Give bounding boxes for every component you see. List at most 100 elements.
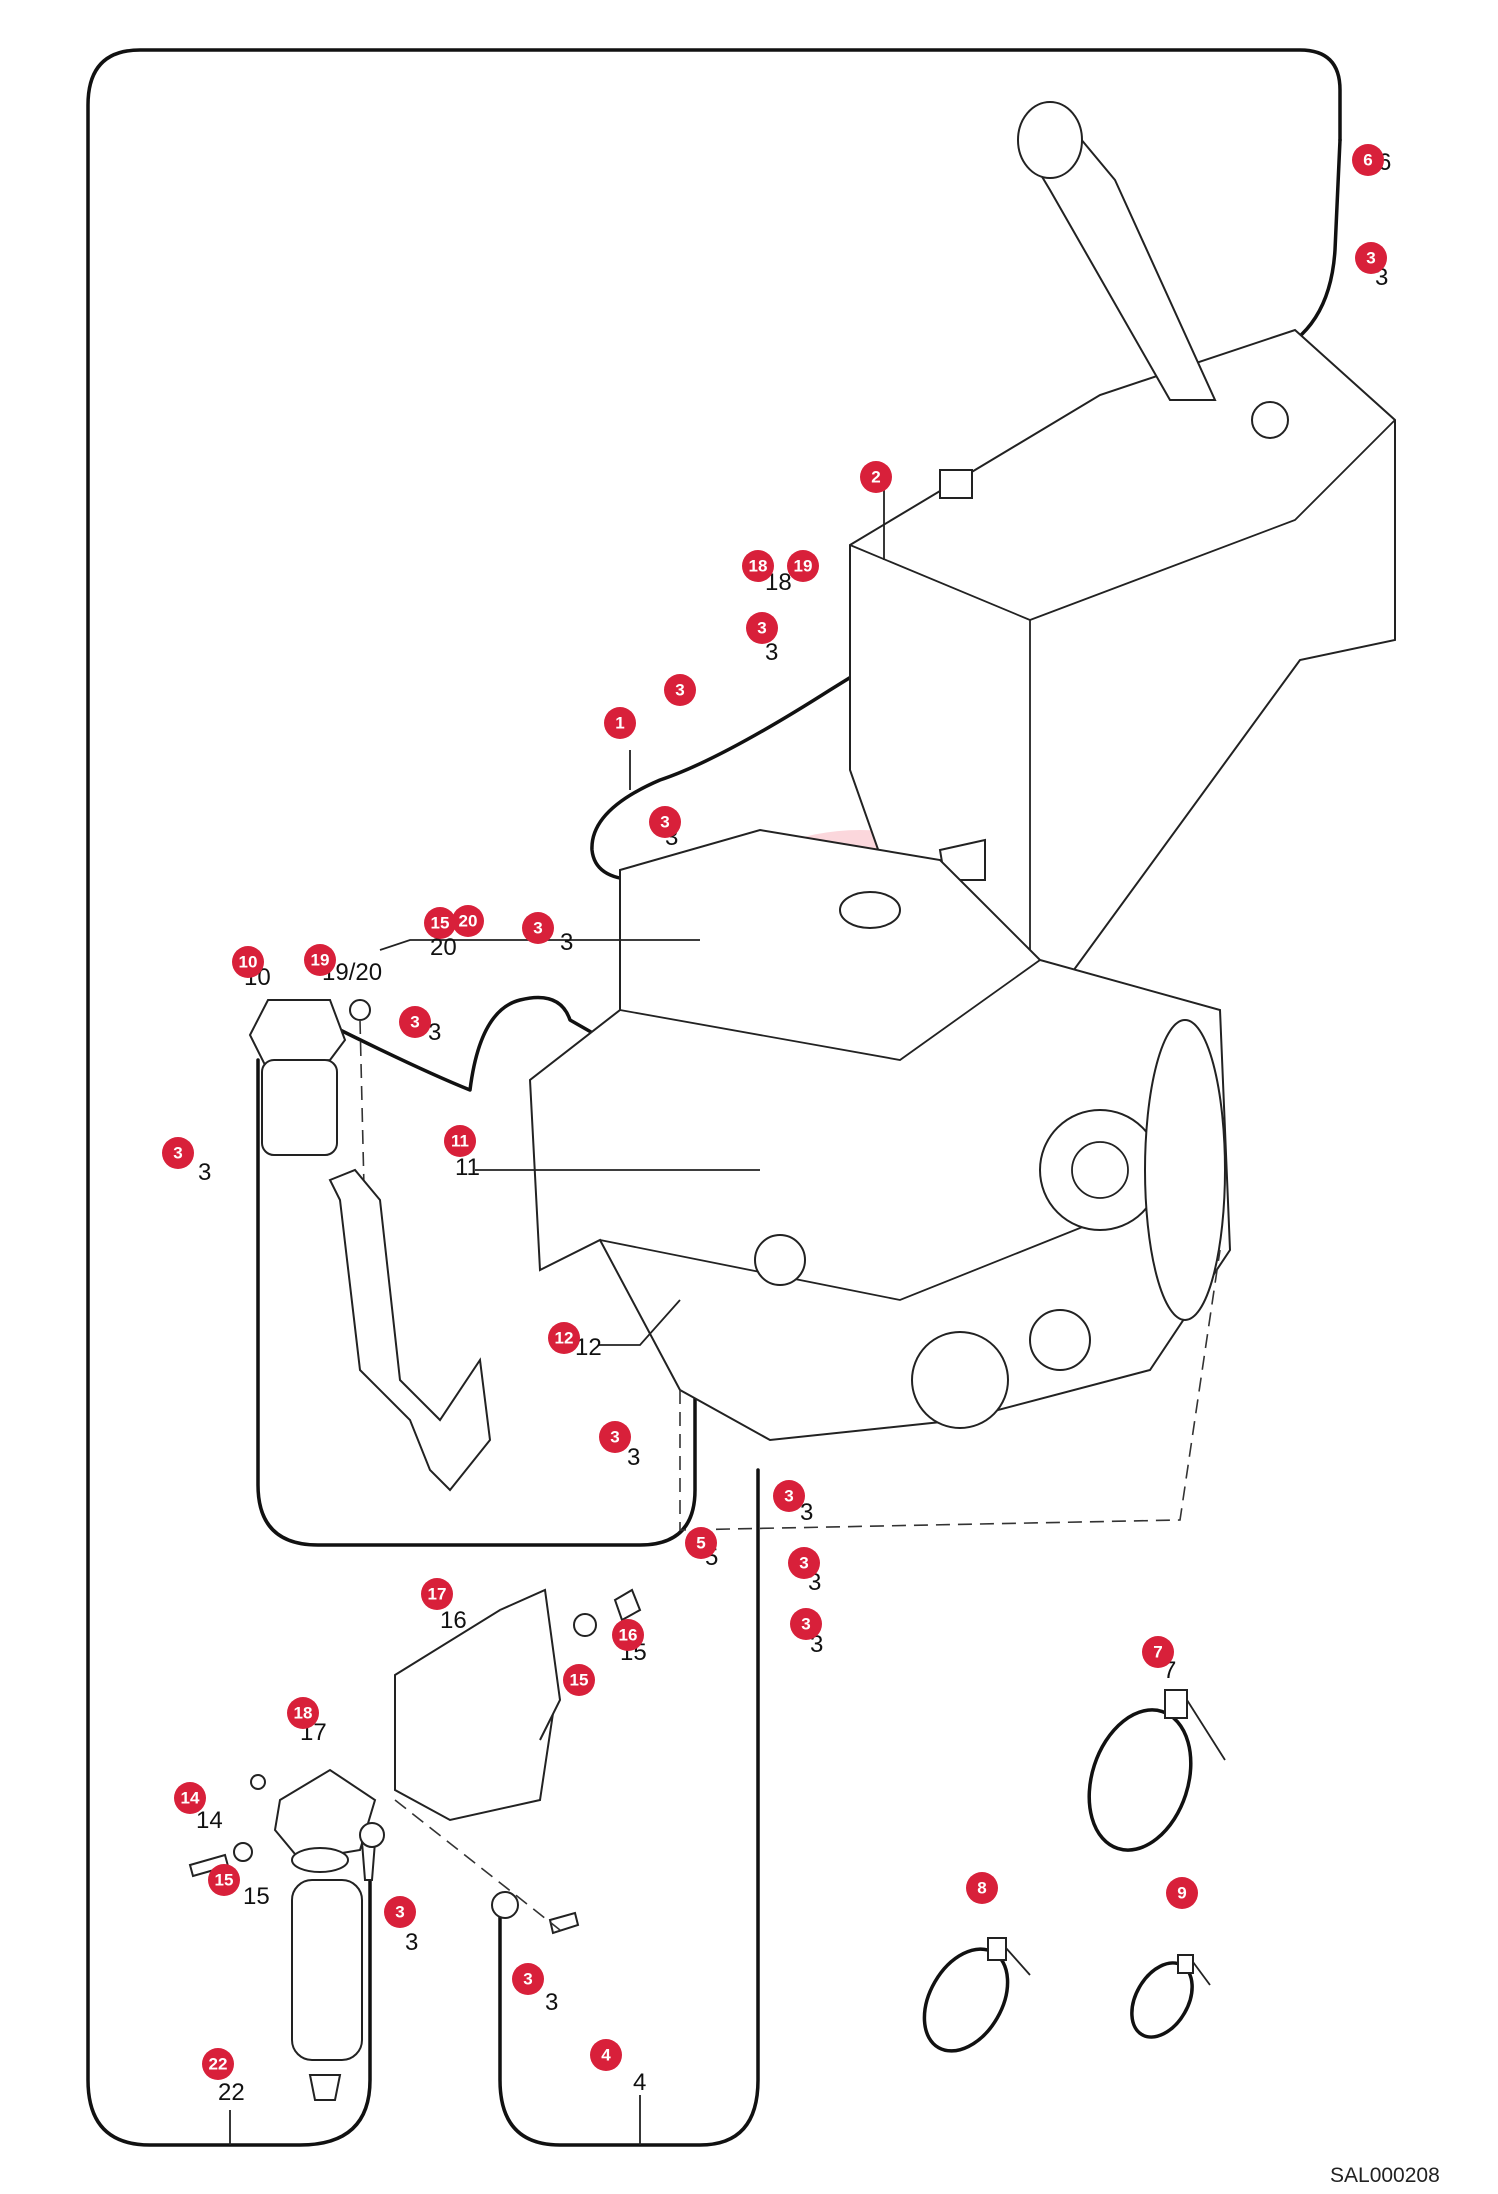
callout-8: 8 [966,1872,998,1904]
svg-text:14: 14 [181,1789,200,1808]
callout-7: 7 [1142,1636,1174,1668]
svg-text:18: 18 [749,557,768,576]
callout-3: 3 [773,1480,805,1512]
callout-9: 9 [1166,1877,1198,1909]
svg-text:3: 3 [784,1487,793,1506]
label-3: 3 [765,639,778,666]
callout-20: 19 [787,550,819,582]
leader-lines [229,490,885,2145]
svg-text:3: 3 [173,1144,182,1163]
callout-3: 3 [522,912,554,944]
callout-3: 3 [512,1963,544,1995]
callout-5: 5 [685,1527,717,1559]
svg-text:19: 19 [311,951,330,970]
label-11: 11 [455,1154,480,1181]
svg-text:3: 3 [660,813,669,832]
svg-text:3: 3 [395,1903,404,1922]
svg-text:3: 3 [410,1013,419,1032]
callout-3: 3 [746,612,778,644]
callout-3: 3 [788,1547,820,1579]
label-3: 3 [560,929,573,956]
svg-text:15: 15 [570,1671,589,1690]
svg-text:3: 3 [757,619,766,638]
svg-text:17: 17 [428,1585,447,1604]
svg-text:6: 6 [1363,151,1372,170]
label-14: 14 [196,1807,223,1834]
svg-text:3: 3 [1366,249,1375,268]
callout-22: 22 [202,2048,234,2080]
svg-text:3: 3 [675,681,684,700]
svg-text:7: 7 [1153,1643,1162,1662]
svg-text:3: 3 [523,1970,532,1989]
label-15: 15 [243,1883,270,1910]
printed-labels: 6 3 18 3 3 3 10 19/20 20 3 3 11 12 3 3 5… [196,149,1391,2106]
callout-17: 17 [421,1578,453,1610]
svg-text:9: 9 [1177,1884,1186,1903]
svg-text:11: 11 [451,1132,469,1151]
label-3: 3 [627,1444,640,1471]
fuel-filter-10 [248,999,371,1231]
callout-21: 20 [452,905,484,937]
svg-text:2: 2 [871,468,880,487]
return-hose-outer [86,48,1342,2147]
callout-3: 3 [384,1896,416,1928]
svg-text:4: 4 [601,2046,611,2065]
callout-6: 6 [1352,144,1384,176]
svg-text:5: 5 [696,1534,705,1553]
callout-16: 16 [612,1619,644,1651]
svg-text:19: 19 [794,557,813,576]
callout-3: 3 [599,1421,631,1453]
filter-bracket [328,1168,492,1492]
callout-2: 2 [860,461,892,493]
callout-3: 3 [162,1137,194,1169]
hose-filter-top [318,995,852,1182]
hose-clamp-8 [922,1937,1031,2053]
label-3: 3 [428,1019,441,1046]
callout-20: 19 [304,944,336,976]
callout-12: 12 [548,1322,580,1354]
callout-15: 15 [208,1864,240,1896]
svg-text:20: 20 [459,912,478,931]
label-22: 22 [218,2079,245,2106]
label-4: 4 [633,2069,646,2096]
label-3: 3 [800,1499,813,1526]
callout-15: 15 [563,1664,595,1696]
callout-3: 3 [1355,242,1387,274]
callout-3: 3 [649,806,681,838]
hose-1-supply [590,508,1122,902]
svg-text:10: 10 [239,953,258,972]
callout-3: 3 [664,674,696,706]
svg-text:15: 15 [431,914,450,933]
label-3: 3 [545,1989,558,2016]
svg-text:3: 3 [610,1428,619,1447]
hose-clamp-7 [1087,1689,1226,1852]
svg-text:16: 16 [619,1626,638,1645]
svg-text:1: 1 [615,714,624,733]
callout-4: 4 [590,2039,622,2071]
hose-4 [498,1468,760,2147]
svg-text:22: 22 [209,2055,228,2074]
fuel-tank [849,101,1396,1032]
callout-3: 3 [399,1006,431,1038]
label-3: 3 [405,1929,418,1956]
callout-3: 3 [790,1608,822,1640]
label-17: 16 [440,1607,467,1634]
callout-11: 11 [444,1125,476,1157]
svg-text:3: 3 [801,1615,810,1634]
svg-text:3: 3 [533,919,542,938]
reference-code: SAL000208 [1330,2164,1440,2187]
svg-text:18: 18 [294,1704,313,1723]
svg-text:3: 3 [799,1554,808,1573]
svg-text:8: 8 [977,1879,986,1898]
callout-18: 18 [287,1697,319,1729]
svg-text:12: 12 [555,1329,574,1348]
separator-assembly [188,1588,642,2101]
engine [528,828,1232,1531]
hose-clamp-9 [1130,1954,1211,2039]
callout-15: 15 [424,907,456,939]
callout-1: 1 [604,707,636,739]
callout-14: 14 [174,1782,206,1814]
callout-10: 10 [232,946,264,978]
svg-text:15: 15 [215,1871,234,1890]
label-3: 3 [198,1159,211,1186]
